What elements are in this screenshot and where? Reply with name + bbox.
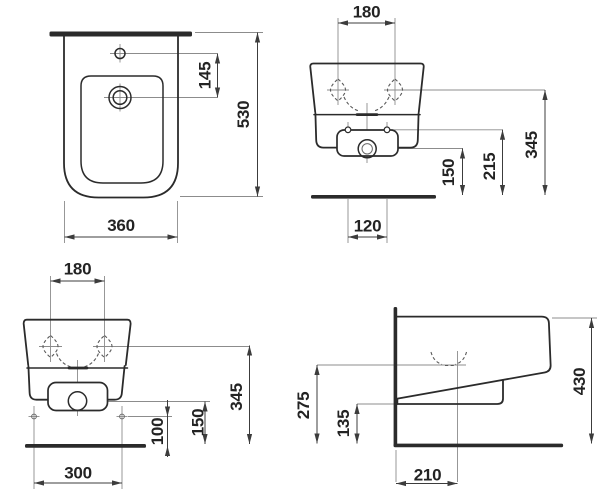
side-view: 275 135 430 210 [294,307,597,487]
rear-floor-view: 180 300 345 150 100 [22,260,253,489]
wall-line [393,307,398,447]
drain-hole-inner [112,89,128,106]
floor-line [25,444,146,448]
dim-360: 360 [107,216,134,235]
side-body-outline [396,315,552,400]
drain-outlet [357,139,377,159]
drain-outlet [67,391,88,411]
side-drain-boss [396,379,504,405]
plan-aux-lines [64,32,263,243]
supply-hole-left [344,126,352,134]
dim-210: 210 [414,466,441,485]
floor-line [393,443,564,448]
rear-floor-hidden [42,334,113,368]
rear-wall-dimensions: 180 120 345 215 150 [338,3,548,240]
plan-dimensions: 145 530 360 [64,32,261,240]
floor-fixing-left [31,413,37,420]
dim-300: 300 [64,464,91,483]
plan-view: 145 530 360 [49,31,263,243]
dim-180: 180 [353,3,380,22]
dim-145: 145 [196,62,215,89]
side-hidden-drain [430,351,468,367]
dim-345: 345 [522,131,541,158]
dim-135: 135 [334,410,353,437]
dim-180: 180 [64,260,91,279]
faucet-hole [114,47,126,60]
dim-275: 275 [294,392,313,419]
rear-wall-view: 180 120 345 215 150 [309,3,548,243]
dim-120: 120 [354,217,381,236]
floor-line [311,195,436,199]
dim-530: 530 [234,101,253,128]
drain-housing [336,129,399,157]
side-dimensions: 275 135 430 210 [294,318,595,487]
drain-hole-outer [108,85,132,110]
floor-fixing-right [119,413,125,420]
supply-hole-right [383,126,391,134]
dim-150: 150 [439,159,458,186]
drain-housing [47,381,109,412]
rear-wall-hidden [329,78,404,112]
dim-150: 150 [189,409,208,436]
wall-line [49,31,192,37]
rear-floor-dimensions: 180 300 345 150 100 [34,260,253,486]
plan-basin-outline [80,75,164,184]
rear-floor-body-upper [22,318,132,366]
dim-430: 430 [570,368,589,395]
plan-body-outline [63,35,179,199]
rear-wall-body-upper [309,62,425,113]
side-aux-lines [317,317,597,482]
dim-345: 345 [227,383,246,410]
dim-215: 215 [480,153,499,180]
dim-100: 100 [148,418,167,445]
